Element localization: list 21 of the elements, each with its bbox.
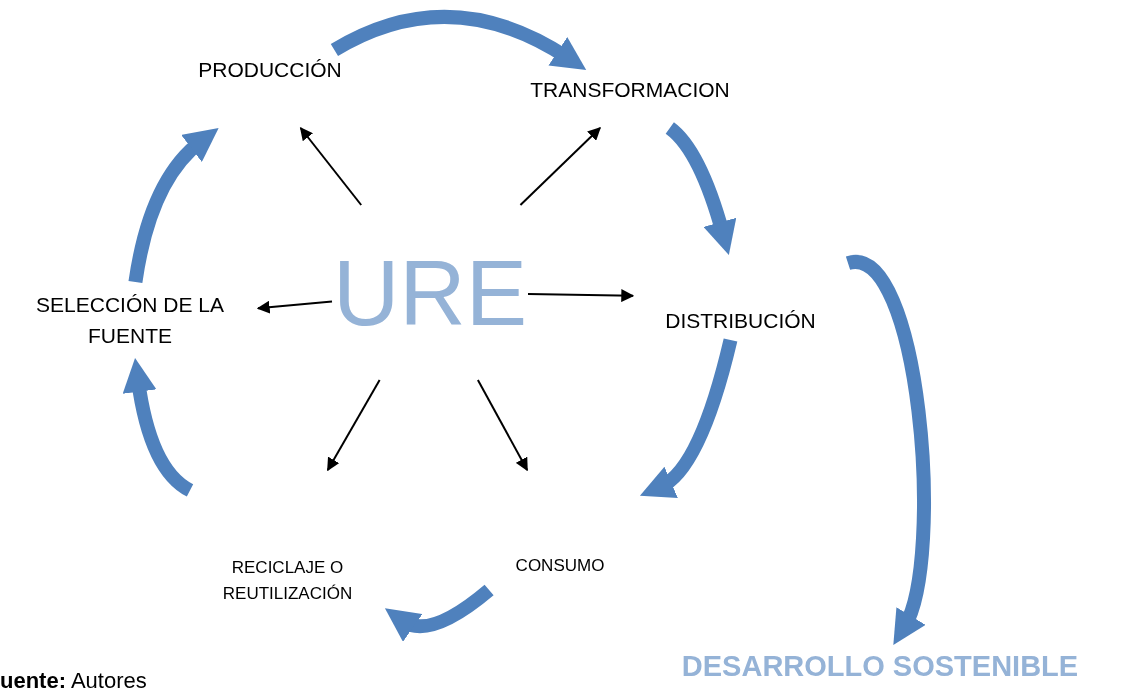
stage-label: DISTRIBUCIÓN <box>665 307 816 334</box>
arrow <box>256 300 333 314</box>
arrow <box>326 379 381 472</box>
arrow <box>476 379 529 472</box>
result-title: DESARROLLO SOSTENIBLE <box>681 649 1079 685</box>
curved-arrow <box>665 122 737 256</box>
arrow <box>527 289 635 303</box>
stage-label: SELECCIÓN DE LA FUENTE <box>35 291 225 349</box>
stage-label: PRODUCCIÓN <box>198 57 342 83</box>
center-title: URE <box>332 246 528 339</box>
source-note: uente: Autores <box>0 667 147 690</box>
curved-arrow <box>331 10 587 70</box>
arrow <box>519 127 602 206</box>
curved-arrow <box>128 127 218 284</box>
stage-label: CONSUMO <box>515 554 605 577</box>
curved-arrow <box>122 357 194 497</box>
stage-label: TRANSFORMACION <box>530 77 730 103</box>
stage-label: RECICLAJE O REUTILIZACIÓN <box>221 557 354 605</box>
curved-arrow <box>383 584 494 642</box>
curved-arrow <box>640 338 738 498</box>
arrow <box>299 127 363 206</box>
